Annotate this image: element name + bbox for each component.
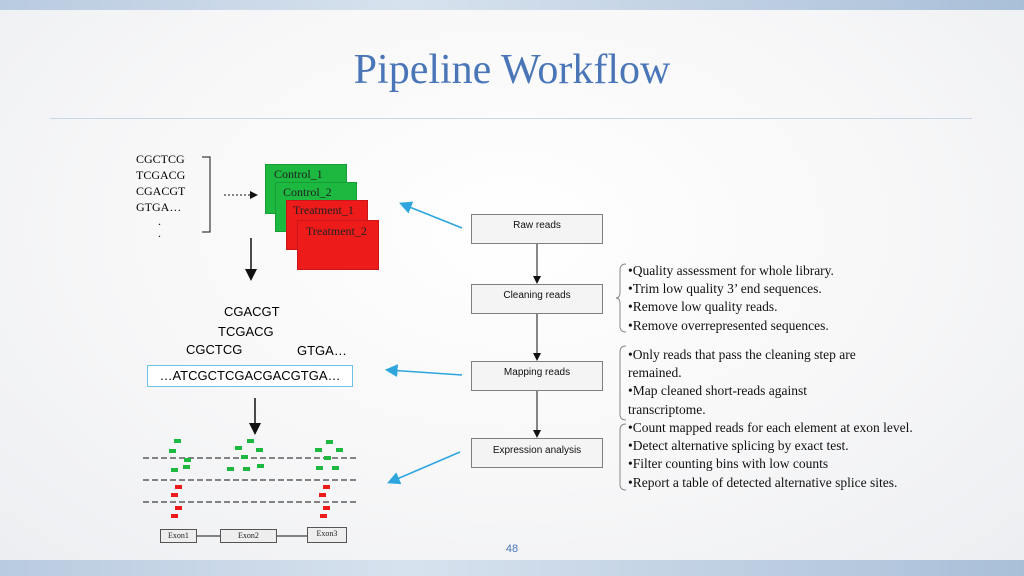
- step-mapping-reads: Mapping reads: [471, 361, 603, 391]
- page-number: 48: [505, 543, 519, 555]
- treatment-2-card: Treatment_2: [297, 220, 379, 270]
- expression-notes: •Count mapped reads for each element at …: [628, 419, 913, 492]
- top-banner: [0, 0, 1024, 10]
- mapping-note-3: •Map cleaned short-reads against: [628, 383, 808, 399]
- step-raw-reads: Raw reads: [471, 214, 603, 244]
- raw-seq-dot-1: .: [158, 214, 161, 228]
- raw-seq-4: GTGA…: [136, 200, 182, 214]
- cleaning-notes: •Quality assessment for whole library. •…: [628, 262, 834, 335]
- control-1-label: Control_1: [274, 167, 323, 181]
- page-title: Pipeline Workflow: [353, 47, 671, 93]
- mapping-note-1: •Only reads that pass the cleaning step …: [628, 347, 856, 362]
- fragment-3: CGCTCG: [186, 342, 243, 357]
- fragment-1: CGACGT: [224, 304, 280, 319]
- treatment-2-label: Treatment_2: [306, 224, 367, 238]
- notes-brackets: [616, 263, 627, 491]
- expression-note-1: •Count mapped reads for each element at …: [628, 420, 913, 435]
- exon-1: Exon1: [160, 529, 197, 543]
- step-expression-analysis: Expression analysis: [471, 438, 603, 468]
- cleaning-note-2: •Trim low quality 3’ end sequences.: [628, 281, 822, 297]
- cleaning-note-4: •Remove overrepresented sequences.: [628, 317, 829, 333]
- blue-arrow-mapping: [384, 364, 463, 378]
- cleaning-note-1: •Quality assessment for whole library.: [628, 263, 834, 278]
- step-cleaning-reads: Cleaning reads: [471, 284, 603, 314]
- expression-note-4: •Report a table of detected alternative …: [628, 474, 898, 490]
- raw-seq-dot-2: .: [158, 226, 161, 240]
- mapping-note-2: remained.: [628, 365, 682, 381]
- blue-arrow-expression: [387, 451, 461, 485]
- expression-note-3: •Filter counting bins with low counts: [628, 456, 829, 472]
- assembled-sequence-box: …ATCGCTCGACGACGTGA…: [147, 365, 353, 387]
- cleaning-note-3: •Remove low quality reads.: [628, 299, 778, 315]
- raw-seq-1: CGCTCG: [136, 152, 185, 166]
- sequence-bracket: [202, 156, 211, 233]
- expression-note-2: •Detect alternative splicing by exact te…: [628, 438, 849, 454]
- blue-arrow-raw: [399, 201, 463, 229]
- control-reads: [169, 439, 343, 472]
- raw-seq-3: CGACGT: [136, 184, 186, 198]
- treatment-1-label: Treatment_1: [293, 203, 354, 217]
- exon-2: Exon2: [220, 529, 277, 543]
- control-2-label: Control_2: [283, 185, 332, 199]
- fragment-2: TCGACG: [218, 324, 274, 339]
- bottom-banner: [0, 560, 1024, 576]
- mapping-notes: •Only reads that pass the cleaning step …: [628, 346, 856, 419]
- raw-seq-2: TCGACG: [136, 168, 186, 182]
- title-divider: [50, 118, 972, 119]
- raw-sequence-list: CGCTCG TCGACG CGACGT GTGA… . .: [136, 151, 185, 239]
- treatment-reads: [171, 485, 330, 518]
- exon-3: Exon3: [307, 527, 347, 543]
- mapping-note-4: transcriptome.: [628, 401, 706, 417]
- fragment-4: GTGA…: [297, 343, 347, 358]
